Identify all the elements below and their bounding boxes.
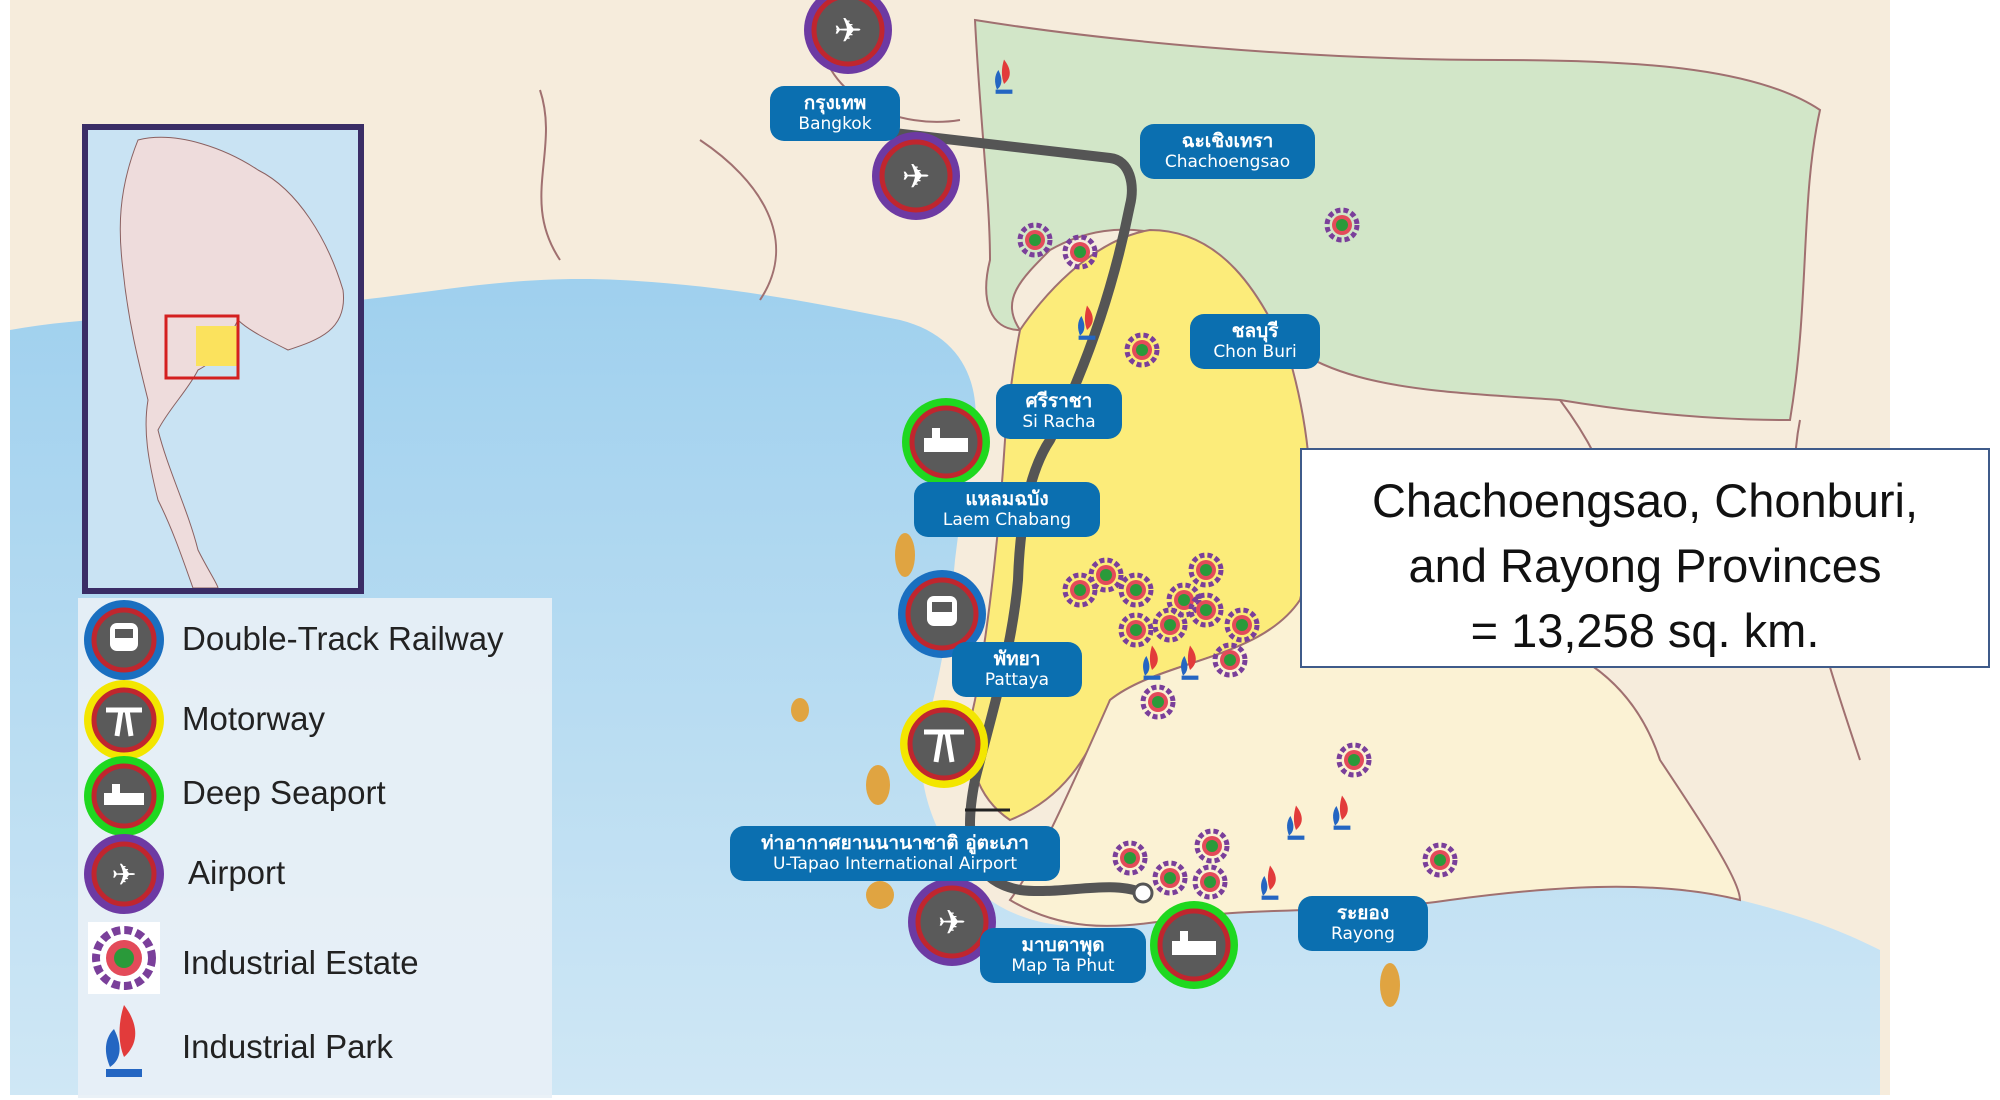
legend-label: Industrial Park [182, 1028, 393, 1065]
airport-icon: ✈ [872, 132, 960, 220]
place-name-english: Map Ta Phut [1011, 955, 1115, 976]
place-label-laemchabang: แหลมฉบัง Laem Chabang [914, 482, 1100, 538]
legend-label: Double-Track Railway [182, 620, 504, 657]
seaport-icon [902, 398, 990, 486]
place-label-chonburi: ชลบุรี Chon Buri [1190, 314, 1320, 370]
industrial-estate-icon [88, 922, 160, 994]
motorway-icon [84, 680, 164, 760]
place-name-thai: ชลบุรี [1231, 320, 1279, 342]
place-name-thai: ระยอง [1336, 902, 1390, 924]
place-label-maptaphut: มาบตาพุด Map Ta Phut [980, 928, 1146, 984]
svg-text:✈: ✈ [834, 11, 863, 51]
legend-label: Deep Seaport [182, 774, 386, 811]
svg-text:✈: ✈ [902, 157, 931, 197]
place-name-english: Laem Chabang [942, 509, 1072, 530]
place-label-bangkok: กรุงเทพ Bangkok [770, 86, 900, 142]
map-legend: Double-Track Railway Motorway Deep Seapo… [78, 598, 552, 1098]
legend-item-industrial-estate: Industrial Estate [78, 916, 552, 996]
place-label-pattaya: พัทยา Pattaya [952, 642, 1082, 698]
legend-item-airport: ✈ Airport [78, 832, 552, 914]
place-name-english: Chachoengsao [1164, 151, 1291, 172]
legend-label: Industrial Estate [182, 944, 419, 981]
legend-item-motorway: Motorway [78, 678, 552, 760]
place-name-english: Si Racha [1022, 411, 1096, 432]
place-name-thai: ท่าอากาศยานนานาชาติ อู่ตะเภา [761, 832, 1029, 854]
airport-icon: ✈ [804, 0, 892, 74]
place-name-thai: มาบตาพุด [1021, 934, 1105, 956]
place-name-english: Rayong [1331, 923, 1395, 944]
place-label-chachoengsao: ฉะเชิงเทรา Chachoengsao [1140, 124, 1315, 180]
inset-map-thailand [82, 124, 364, 594]
place-name-thai: ศรีราชา [1025, 390, 1093, 412]
place-label-rayong: ระยอง Rayong [1298, 896, 1428, 952]
place-name-english: U-Tapao International Airport [772, 853, 1018, 874]
railway-icon [898, 570, 986, 658]
seaport-icon [1150, 901, 1238, 989]
info-line-2: and Rayong Provinces [1408, 539, 1882, 592]
legend-item-industrial-park: Industrial Park [78, 998, 552, 1078]
svg-text:✈: ✈ [111, 858, 136, 893]
industrial-park-icon [105, 1005, 142, 1077]
place-name-thai: พัทยา [993, 648, 1041, 670]
svg-text:✈: ✈ [938, 903, 967, 943]
legend-label: Motorway [182, 700, 326, 737]
info-line-3: = 13,258 sq. km. [1470, 604, 1820, 657]
place-name-english: Bangkok [798, 113, 872, 134]
place-name-thai: แหลมฉบัง [965, 488, 1049, 510]
airport-icon: ✈ [84, 834, 164, 914]
area-info-box: Chachoengsao, Chonburi, and Rayong Provi… [1300, 448, 1990, 668]
airport-icon: ✈ [908, 878, 996, 966]
place-name-thai: กรุงเทพ [803, 92, 867, 114]
railway-icon [84, 600, 164, 680]
place-label-siracha: ศรีราชา Si Racha [996, 384, 1122, 440]
info-line-1: Chachoengsao, Chonburi, [1371, 474, 1919, 527]
rail-route [880, 127, 1145, 897]
seaport-icon [84, 756, 164, 836]
place-name-thai: ฉะเชิงเทรา [1181, 130, 1274, 152]
place-name-english: Pattaya [984, 669, 1050, 690]
place-label-utapao: ท่าอากาศยานนานาชาติ อู่ตะเภา U-Tapao Int… [730, 826, 1060, 882]
motorway-icon [900, 700, 988, 788]
place-name-english: Chon Buri [1213, 341, 1297, 362]
legend-label: Airport [188, 854, 286, 891]
legend-item-railway: Double-Track Railway [78, 598, 552, 680]
legend-item-seaport: Deep Seaport [78, 754, 552, 836]
